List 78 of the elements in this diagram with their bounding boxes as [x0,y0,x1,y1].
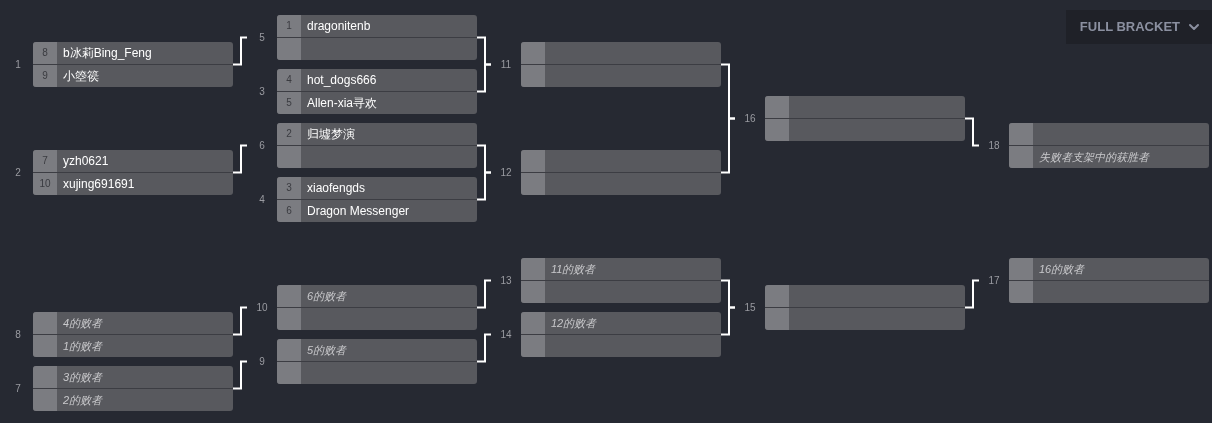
placeholder-text: 12的败者 [551,315,597,331]
seed-cell: 6 [277,199,301,222]
player-slot [277,285,477,308]
player-slot [1009,258,1209,281]
player-name: xujing691691 [63,175,135,193]
bracket-connector [232,306,248,336]
bracket-connector [720,117,736,174]
player-name: dragonitenb [307,17,371,35]
match-number: 1 [15,58,21,72]
match-number: 4 [259,193,265,207]
seed-cell: 4 [277,69,301,91]
match-number: 9 [259,355,265,369]
placeholder-text: 6的败者 [307,288,347,304]
placeholder-text: 4的败者 [63,315,103,331]
player-slot [33,150,233,173]
match-number: 14 [500,328,512,342]
match-number: 13 [500,274,512,288]
player-name: 归墟梦演 [307,125,355,143]
player-slot [33,366,233,389]
bracket-connector [232,36,248,66]
match-number: 7 [15,382,21,396]
player-slot [277,339,477,362]
match-number: 10 [256,301,268,315]
player-name: yzh0621 [63,152,109,170]
placeholder-text: 5的败者 [307,342,347,358]
player-slot [765,285,965,308]
match-number: 18 [988,139,1000,153]
player-slot [521,258,721,281]
player-name: Allen-xia寻欢 [307,94,378,112]
player-slot [33,42,233,65]
bracket-connector [476,171,492,201]
match-number: 5 [259,31,265,45]
match-number: 17 [988,274,1000,288]
bracket-connector [476,333,492,363]
match-number: 11 [500,58,512,72]
bracket-connector [476,279,492,309]
seed-cell: 3 [277,177,301,199]
seed-cell: 2 [277,123,301,145]
player-slot [521,312,721,335]
player-slot [277,15,477,38]
seed-cell: 5 [277,91,301,114]
player-slot [277,177,477,200]
placeholder-text: 3的败者 [63,369,103,385]
player-name: Dragon Messenger [307,202,410,220]
placeholder-text: 失败者支架中的获胜者 [1039,149,1149,165]
player-slot [521,150,721,173]
placeholder-text: 16的败者 [1039,261,1085,277]
placeholder-text: 2的败者 [63,392,103,408]
match-number: 6 [259,139,265,153]
seed-cell: 7 [33,150,57,172]
player-slot [1009,123,1209,146]
seed-cell: 10 [33,172,57,195]
match-number: 3 [259,85,265,99]
player-slot [33,312,233,335]
bracket-connector [720,306,736,336]
bracket-connector [964,279,980,309]
seed-cell: 8 [33,42,57,64]
bracket-connector [232,144,248,174]
bracket-connector [476,63,492,93]
player-name: b冰莉Bing_Feng [63,44,152,62]
placeholder-text: 11的败者 [551,261,596,277]
placeholder-text: 1的败者 [63,338,103,354]
player-name: hot_dogs666 [307,71,377,89]
player-slot [277,69,477,92]
player-slot [521,42,721,65]
full-bracket-dropdown: FULL BRACKET [1065,10,1212,44]
player-name: 小箜篌 [63,67,99,85]
match-number: 8 [15,328,21,342]
match-number: 15 [744,301,756,315]
seed-cell: 1 [277,15,301,37]
bracket-connector [964,117,980,147]
player-slot [277,123,477,146]
player-slot [765,96,965,119]
match-number: 16 [744,112,756,126]
bracket-connector [232,360,248,390]
match-number: 2 [15,166,21,180]
match-number: 12 [500,166,512,180]
player-name: xiaofengds [307,179,366,197]
